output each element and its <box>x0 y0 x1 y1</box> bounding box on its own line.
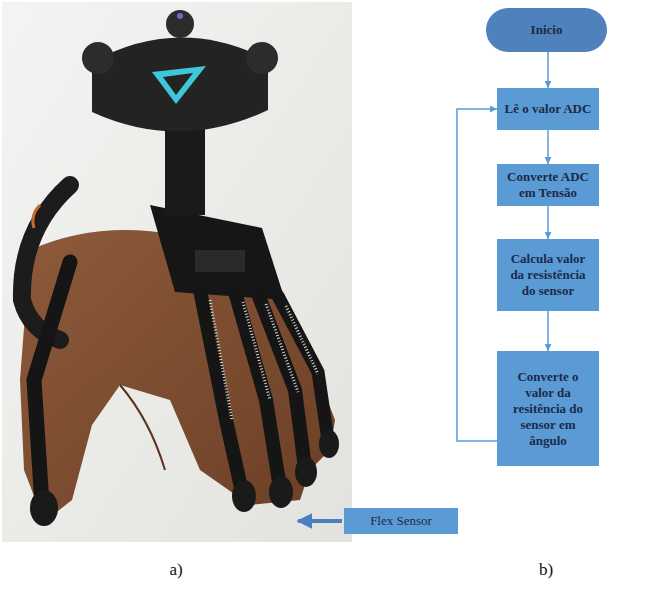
node-text: Calcula valor da resistência do sensor <box>503 251 593 299</box>
node-text: Flex Sensor <box>370 513 432 529</box>
finger-crease <box>120 385 165 470</box>
glove-mount <box>195 250 245 272</box>
tracker-logo <box>152 66 206 104</box>
tracker-body <box>92 37 268 131</box>
leader-arrow <box>298 519 342 523</box>
node-text: Inicio <box>531 22 563 38</box>
tracker-prong <box>246 42 278 74</box>
process-box: Converte o valor da resitência do sensor… <box>497 351 599 466</box>
callout-box: Flex Sensor <box>344 508 458 534</box>
tracker-led <box>177 13 183 19</box>
flex-sensor <box>286 306 318 374</box>
thumb-cap <box>30 490 58 526</box>
flow-arrow <box>547 52 549 88</box>
flow-arrow <box>547 130 549 164</box>
tracker-prong <box>82 42 114 74</box>
finger-cap <box>232 480 256 512</box>
panel-label: a) <box>146 560 206 580</box>
finger-cap <box>319 430 339 458</box>
thumb-strap <box>34 262 70 505</box>
node-text: Lê o valor ADC <box>505 101 592 117</box>
finger-strap <box>278 296 328 440</box>
flow-arrow <box>457 109 497 441</box>
finger-cap <box>295 457 317 487</box>
panel-label: b) <box>516 560 576 580</box>
start-terminal: Inicio <box>486 8 607 52</box>
tracker-stem <box>165 125 205 215</box>
process-box: Lê o valor ADC <box>497 88 599 130</box>
tracker-logo <box>163 73 193 95</box>
node-text: Converte ADC em Tensão <box>503 169 593 201</box>
node-text: Converte o valor da resitência do sensor… <box>503 369 593 449</box>
flow-arrow <box>547 311 549 351</box>
finger-cap <box>269 476 293 508</box>
finger-strap <box>200 290 242 492</box>
flex-sensor <box>266 304 298 392</box>
photo-background <box>2 2 352 542</box>
wire <box>33 205 40 228</box>
flow-arrow <box>547 206 549 239</box>
process-box: Converte ADC em Tensão <box>497 164 599 206</box>
glove-plate <box>150 205 285 300</box>
process-box: Calcula valor da resistência do sensor <box>497 239 599 311</box>
flex-sensor <box>210 300 232 420</box>
tracker-prong <box>166 10 194 38</box>
flex-sensor <box>243 302 270 400</box>
